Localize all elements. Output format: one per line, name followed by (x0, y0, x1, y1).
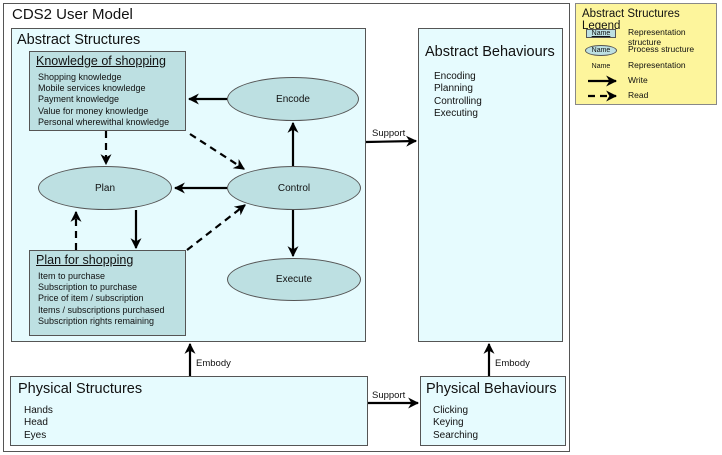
abstract-behaviours-panel: Abstract Behaviours Encoding Planning Co… (418, 28, 563, 342)
legend-label: Process structure (628, 44, 695, 54)
control-process: Control (227, 166, 361, 210)
control-label: Control (277, 182, 311, 194)
list-item: Personal wherewithal knowledge (38, 116, 170, 127)
abstract-behaviours-items: Encoding Planning Controlling Executing (434, 71, 482, 120)
execute-label: Execute (275, 274, 313, 285)
list-item: Subscription rights remaining (38, 315, 155, 326)
legend-label: Representation structure (628, 27, 686, 47)
abstract-behaviours-title: Abstract Behaviours (425, 44, 555, 60)
representation-structure-symbol: Name (584, 26, 618, 40)
plan-process: Plan (38, 166, 172, 210)
legend-row-representation: Name Representation (576, 59, 718, 75)
list-item: Shopping knowledge (38, 72, 122, 82)
physical-structures-items: Hands Head Eyes (24, 405, 53, 442)
list-item: Items / subscriptions purchased (38, 304, 165, 315)
knowledge-box-items: Shopping knowledge Mobile services knowl… (38, 72, 169, 128)
read-arrow-knowledge-to-control (189, 133, 245, 170)
list-item: Hands (24, 405, 53, 416)
legend-row-write: Write (576, 74, 718, 90)
legend: Abstract Structures Legend Name Represen… (575, 3, 717, 105)
embody-label-right: Embody (495, 358, 530, 369)
physical-behaviours-items: Clicking Keying Searching (433, 405, 478, 442)
list-item: Eyes (24, 429, 47, 441)
list-item: Clicking (433, 405, 469, 416)
encode-process: Encode (227, 77, 359, 121)
list-item: Price of item / subscription (38, 293, 144, 304)
read-arrow-icon (588, 90, 618, 102)
legend-label: Write (628, 75, 648, 85)
plan-for-shopping-box: Plan for shopping Item to purchase Subsc… (29, 250, 186, 336)
list-item: Value for money knowledge (38, 105, 149, 116)
plan-box-title: Plan for shopping (36, 253, 134, 267)
list-item: Payment knowledge (38, 94, 120, 105)
list-item: Searching (433, 429, 479, 441)
list-item: Planning (434, 83, 473, 95)
physical-structures-title: Physical Structures (18, 381, 143, 397)
embody-label-left: Embody (196, 358, 231, 369)
encode-label: Encode (276, 93, 310, 105)
legend-label: Representation (628, 60, 686, 70)
legend-row-representation-structure: Name Representation structure (576, 26, 718, 47)
knowledge-of-shopping-box: Knowledge of shopping Shopping knowledge… (29, 51, 186, 131)
list-item: Keying (433, 417, 464, 429)
list-item: Subscription to purchase (38, 282, 138, 293)
read-arrow-planbox-to-control (186, 204, 246, 251)
support-label-bottom: Support (372, 390, 406, 401)
list-item: Mobile services knowledge (38, 83, 146, 94)
list-item: Head (24, 417, 48, 429)
list-item: Executing (434, 107, 478, 119)
plan-label: Plan (94, 182, 115, 194)
list-item: Item to purchase (38, 271, 106, 281)
process-structure-symbol: Name (584, 43, 618, 57)
support-arrow-top (365, 135, 418, 147)
legend-row-read: Read (576, 89, 718, 105)
list-item: Controlling (434, 95, 482, 107)
execute-process: Execute (227, 258, 361, 301)
abstract-structures-title: Abstract Structures (17, 32, 141, 48)
physical-behaviours-panel: Physical Behaviours Clicking Keying Sear… (420, 376, 566, 446)
write-arrow-icon (588, 75, 618, 87)
plan-box-items: Item to purchase Subscription to purchas… (38, 271, 165, 327)
legend-label: Read (628, 90, 649, 100)
physical-structures-panel: Physical Structures Hands Head Eyes (10, 376, 368, 446)
knowledge-box-title: Knowledge of shopping (36, 54, 166, 68)
support-label-top: Support (372, 128, 406, 139)
legend-row-process-structure: Name Process structure (576, 43, 718, 59)
list-item: Encoding (434, 71, 476, 82)
representation-symbol: Name (591, 62, 611, 70)
physical-behaviours-title: Physical Behaviours (426, 381, 557, 397)
diagram-title: CDS2 User Model (12, 6, 133, 23)
